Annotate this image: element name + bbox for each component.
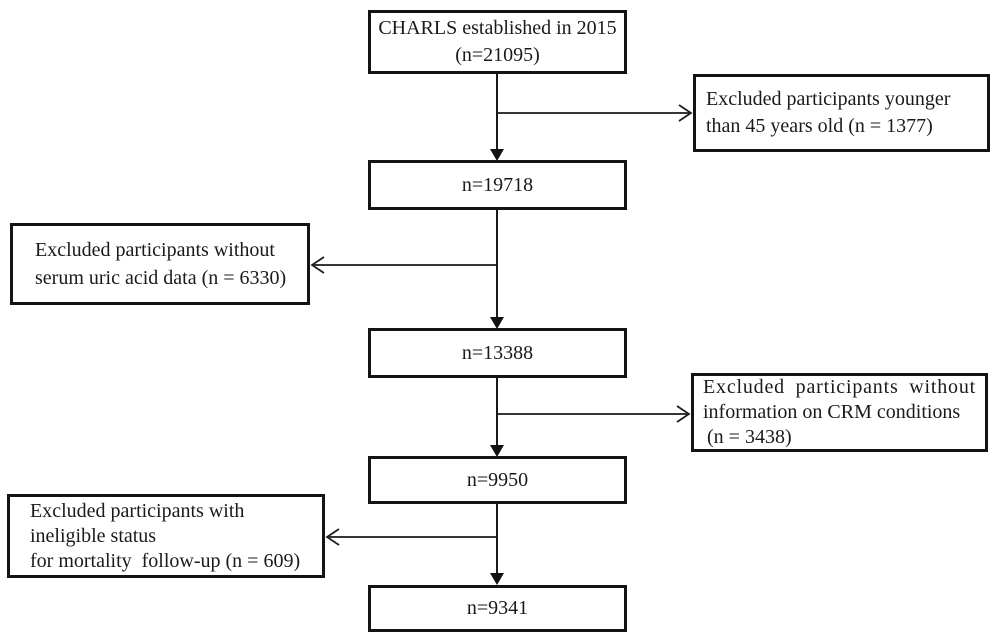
flow-box-n9950: n=9950 xyxy=(368,456,627,504)
flow-box-charls-line2: (n=21095) xyxy=(455,44,540,66)
excluded-crm-line2: information on CRM conditions xyxy=(703,401,961,423)
flow-box-n9950-label: n=9950 xyxy=(466,468,529,491)
excluded-mortality-line1: Excluded participants with xyxy=(30,499,245,522)
flow-box-n19718: n=19718 xyxy=(368,160,627,210)
flow-box-n13388: n=13388 xyxy=(368,328,627,378)
excluded-crm-line1: Excluded participants without xyxy=(703,376,976,398)
flow-box-n9341-label: n=9341 xyxy=(466,597,529,619)
flow-box-n13388-label: n=13388 xyxy=(461,341,534,364)
flow-box-excluded-younger: Excluded participants younger than 45 ye… xyxy=(693,74,990,152)
flow-box-excluded-uric: Excluded participants without serum uric… xyxy=(10,223,310,305)
excluded-mortality-line3: for mortality follow-up (n = 609) xyxy=(30,549,301,572)
arrowhead-left-2 xyxy=(325,528,340,546)
excluded-younger-line2: than 45 years old (n = 1377) xyxy=(706,115,933,137)
flow-box-excluded-crm: Excluded participants without informatio… xyxy=(691,373,988,452)
flow-box-excluded-mortality: Excluded participants with ineligible st… xyxy=(7,494,325,578)
arrowhead-down-4 xyxy=(490,573,504,585)
excluded-uric-line1: Excluded participants without xyxy=(35,239,275,261)
arrowhead-right-1 xyxy=(678,104,693,122)
flow-box-n9341: n=9341 xyxy=(368,585,627,632)
excluded-mortality-line2: ineligible status xyxy=(30,524,157,547)
arrowhead-left-1 xyxy=(310,256,325,274)
flow-box-charls-line1: CHARLS established in 2015 xyxy=(378,17,617,39)
flow-box-charls: CHARLS established in 2015 (n=21095) xyxy=(368,10,627,74)
flow-box-n19718-label: n=19718 xyxy=(461,173,534,196)
excluded-uric-line2: serum uric acid data (n = 6330) xyxy=(35,267,287,289)
excluded-crm-line3: (n = 3438) xyxy=(707,426,792,448)
excluded-younger-line1: Excluded participants younger xyxy=(706,88,951,110)
arrowhead-right-2 xyxy=(676,405,691,423)
